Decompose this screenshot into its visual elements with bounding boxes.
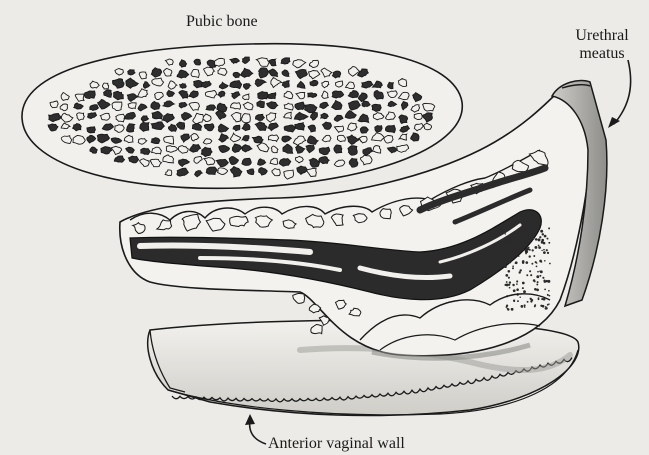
label-pubic-bone: Pubic bone [186, 13, 258, 31]
label-urethral-meatus-line2: meatus [566, 45, 638, 63]
label-anterior-vaginal-wall: Anterior vaginal wall [268, 435, 405, 453]
pubic-bone [22, 44, 462, 189]
label-urethral-meatus-line1: Urethral [566, 27, 638, 45]
label-urethral-meatus: Urethral meatus [566, 27, 638, 63]
meatus-arrow [608, 60, 631, 128]
vaginal-wall-arrow [245, 414, 266, 444]
